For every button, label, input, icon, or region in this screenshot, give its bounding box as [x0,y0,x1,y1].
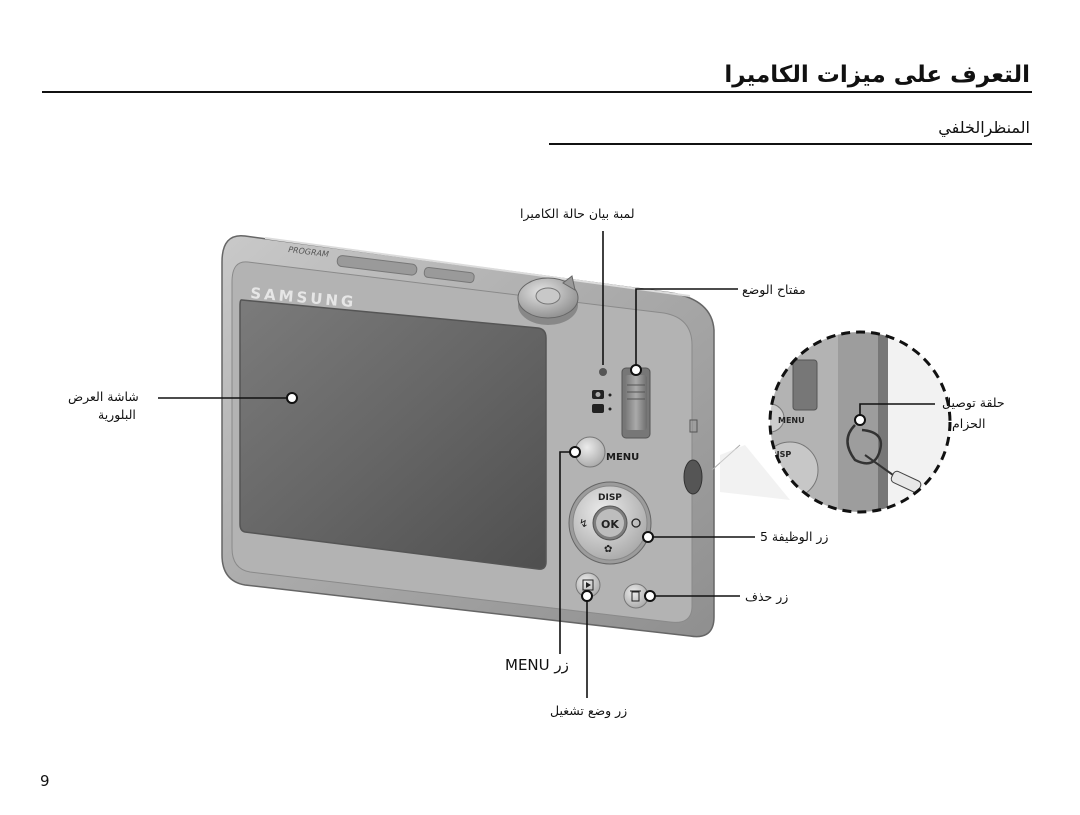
strap-zoom-inset: MENU DISP [768,330,952,514]
playback-button[interactable] [575,572,601,598]
page-title: التعرف على ميزات الكاميرا [724,62,1030,88]
mode-dial[interactable] [517,275,579,325]
label-strap-line1: حلقة توصيل [942,395,1005,410]
status-lamp [599,368,607,376]
ok-button-label: OK [601,518,619,531]
strap-lug [683,459,703,495]
label-timer-button: زر الوظيفة 5 [760,529,829,544]
page-number: 9 [40,772,50,790]
inset-disp-label: DISP [770,450,791,459]
camera-mode-icon [592,390,612,399]
zoom-switch[interactable] [621,367,651,439]
label-lcd-line1: شاشة العرض [68,389,139,404]
side-port [689,419,698,433]
lcd-screen [239,299,547,570]
label-status-lamp: لمبة بيان حالة الكاميرا [520,206,635,221]
self-timer-icon [631,518,641,528]
label-play-button: زر وضع تشغيل [550,703,628,718]
d-pad[interactable]: OK DISP ↯ ✿ [568,481,652,565]
callout-dots [286,364,866,602]
menu-button-label: MENU [606,452,639,463]
label-zoom: مفتاح الوضع [742,282,806,297]
movie-mode-icon [592,404,612,413]
title-rule [42,91,1032,93]
trash-icon [631,591,640,602]
disp-button-label: DISP [598,493,622,503]
inset-menu-label: MENU [778,416,805,425]
section-title: المنظرالخلفي [938,118,1030,137]
flash-icon: ↯ [579,517,588,530]
label-delete-button: زر حذف [745,589,789,604]
delete-button[interactable] [623,583,649,609]
section-rule [549,143,1032,145]
callout-lines [158,231,935,698]
label-lcd-line2: البلورية [98,407,136,422]
label-strap-line2: الحزام [952,416,986,431]
macro-icon: ✿ [604,544,612,555]
label-menu-button: زر MENU [505,656,569,674]
